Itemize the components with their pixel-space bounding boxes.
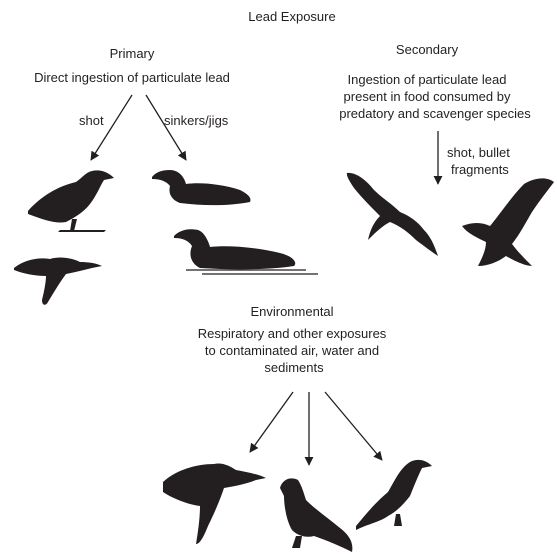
eagle-silhouette-icon [462,178,554,266]
environmental-description-line-1: Respiratory and other exposures [198,326,387,342]
sinkers-jigs-label: sinkers/jigs [164,113,228,129]
environmental-description-line-2: to contaminated air, water and [205,343,379,359]
diagram-title: Lead Exposure [248,9,335,25]
pigeon-silhouette-icon [280,478,352,552]
goose-silhouette-icon [163,463,266,544]
crow-silhouette-icon [356,460,432,530]
fragments-label-line-1: shot, bullet [447,145,510,161]
secondary-description-line-2: present in food consumed by [344,89,511,105]
fragments-label-line-2: fragments [451,162,509,178]
environmental-description-line-3: sediments [264,360,323,376]
duck-silhouette-icon [14,258,102,305]
secondary-description-line-3: predatory and scavenger species [339,106,531,122]
environmental-heading: Environmental [250,304,333,320]
crow-silhouette-icon [28,170,114,232]
shot-label: shot [79,113,104,129]
primary-heading: Primary [110,46,155,62]
loon-silhouette-icon [152,170,251,205]
arrow-environmental-left [250,392,293,452]
loon-silhouette-icon [174,229,295,269]
secondary-heading: Secondary [396,42,458,58]
arrow-environmental-right [325,392,382,460]
primary-description: Direct ingestion of particulate lead [34,70,230,86]
secondary-description-line-1: Ingestion of particulate lead [348,72,507,88]
eagle-silhouette-icon [347,173,438,256]
